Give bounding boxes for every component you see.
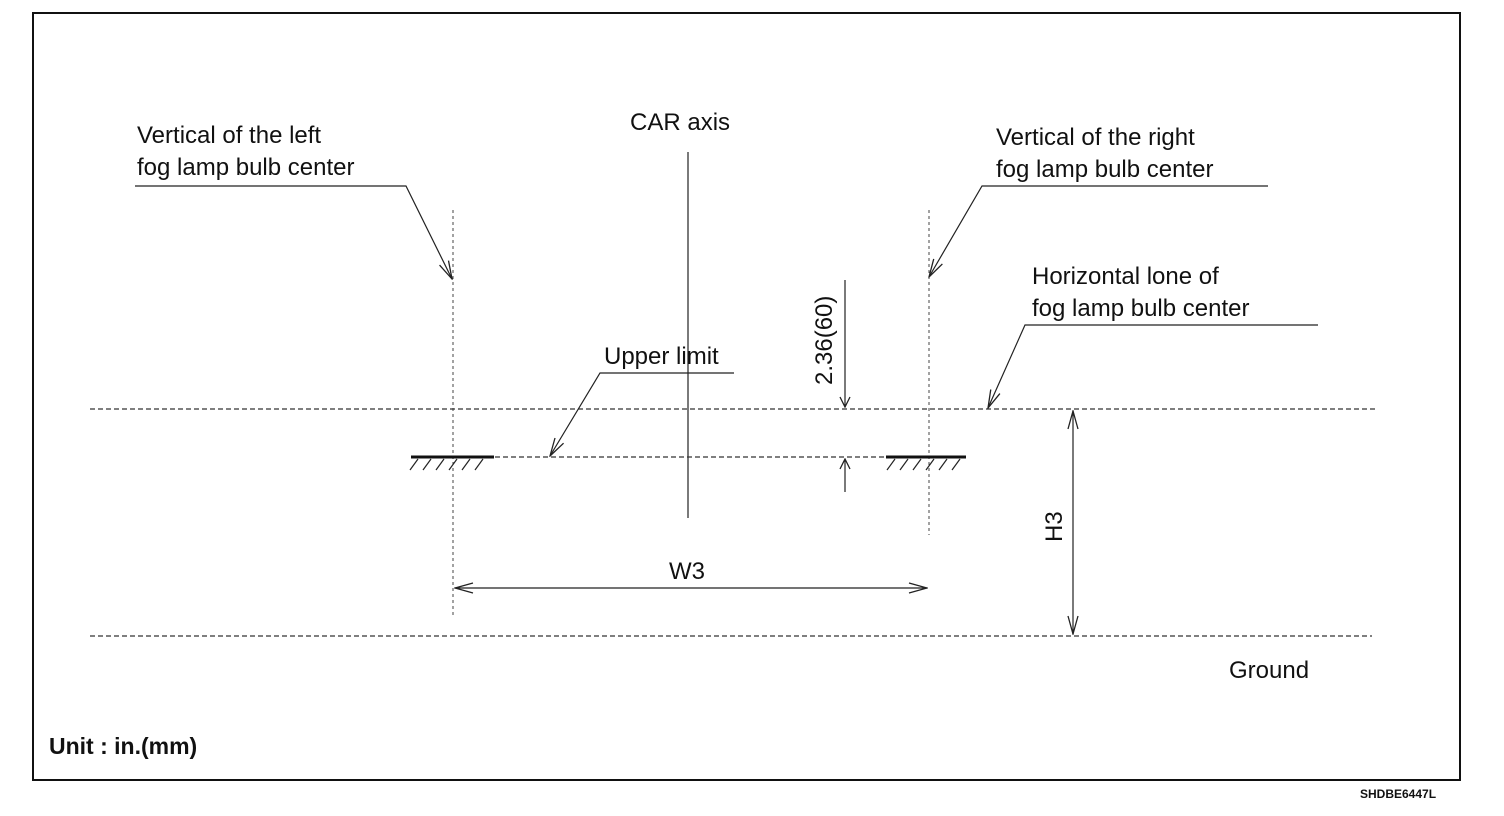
- horizontal-line-label-line2: fog lamp bulb center: [1032, 295, 1249, 322]
- upper-limit-leader: [550, 372, 734, 456]
- right-vertical-leader: [929, 185, 1268, 277]
- horizontal-line-leader: [988, 324, 1318, 408]
- right-vertical-label-line2: fog lamp bulb center: [996, 156, 1213, 183]
- upper-limit-label: Upper limit: [604, 343, 719, 370]
- right-upper-limit-mark: [886, 455, 966, 471]
- right-vertical-label-line1: Vertical of the right: [996, 124, 1195, 151]
- left-vertical-leader: [135, 185, 452, 279]
- ground-label: Ground: [1229, 657, 1309, 684]
- width-dimension-label: W3: [669, 558, 705, 585]
- left-vertical-label-line2: fog lamp bulb center: [137, 154, 354, 181]
- car-axis-label: CAR axis: [630, 109, 730, 136]
- left-vertical-label-line1: Vertical of the left: [137, 122, 321, 149]
- width-dimension: W3: [455, 558, 927, 588]
- unit-note: Unit : in.(mm): [49, 733, 197, 759]
- horizontal-line-label-line1: Horizontal lone of: [1032, 263, 1219, 290]
- left-upper-limit-mark: [409, 455, 494, 471]
- height-dimension: H3: [1041, 411, 1073, 634]
- offset-dimension: 2.36(60): [811, 280, 845, 492]
- diagram-frame: [32, 12, 1461, 781]
- height-dimension-label: H3: [1041, 511, 1068, 542]
- offset-dimension-label: 2.36(60): [811, 296, 838, 385]
- figure-code: SHDBE6447L: [1360, 787, 1436, 801]
